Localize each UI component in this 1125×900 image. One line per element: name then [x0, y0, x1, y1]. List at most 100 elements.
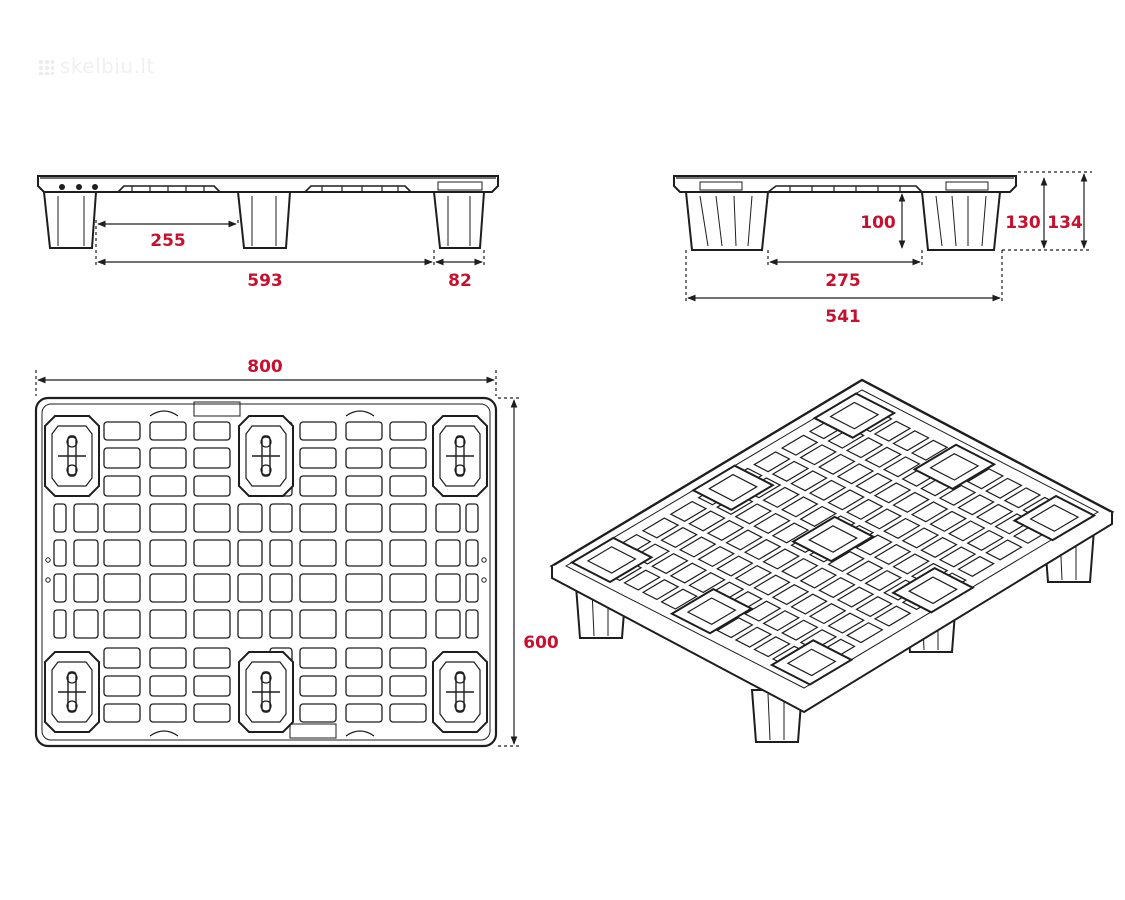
top-cell: [345, 703, 383, 723]
iso-cell: [771, 522, 810, 544]
top-cell: [389, 503, 427, 533]
iso-well-inner: [1029, 504, 1080, 532]
iso-cell: [873, 420, 912, 442]
iso-cell: [873, 605, 912, 627]
dim-label-255: 255: [150, 231, 186, 251]
top-cell: [73, 503, 99, 533]
iso-cell: [669, 500, 708, 522]
top-cell: [193, 609, 231, 639]
top-cell: [389, 675, 427, 697]
top-cell: [149, 503, 187, 533]
top-cell: [149, 675, 187, 697]
iso-cell: [892, 430, 930, 452]
iso-cell: [808, 603, 847, 625]
iso-cell: [920, 536, 958, 558]
top-tab: [149, 410, 179, 417]
iso-cell: [808, 479, 847, 501]
foot-ring: [66, 700, 78, 712]
front-label-plate: [437, 181, 483, 191]
dim-label-600: 600: [523, 633, 559, 653]
front-skirt-1: [117, 185, 221, 193]
iso-cell: [957, 494, 995, 516]
front-ribs: [131, 186, 399, 192]
iso-well: [891, 567, 975, 614]
top-cell: [193, 703, 231, 723]
top-cell: [103, 703, 141, 723]
iso-cell: [836, 463, 875, 485]
top-cell: [269, 539, 293, 567]
iso-well-inner: [907, 576, 958, 605]
iso-cell: [623, 569, 661, 591]
dim-label-82: 82: [448, 271, 472, 291]
iso-well-inner: [829, 401, 880, 430]
dim-label-593: 593: [247, 271, 283, 291]
side-skirt: [767, 185, 923, 193]
top-cell: [149, 447, 187, 469]
iso-cell: [669, 562, 708, 584]
top-cell: [299, 475, 337, 497]
iso-well: [912, 443, 997, 491]
top-cell: [465, 539, 479, 567]
top-cell: [103, 447, 141, 469]
iso-well-inner: [808, 525, 858, 553]
foot-pad-inner: [245, 425, 287, 487]
iso-cell: [966, 529, 1005, 551]
iso-cell: [762, 548, 801, 570]
iso-cell: [882, 456, 921, 478]
top-cell: [465, 573, 479, 603]
dim-label-134: 134: [1047, 213, 1083, 233]
top-cell: [389, 447, 427, 469]
top-dimensions: [35, 370, 522, 747]
iso-cell: [947, 520, 986, 542]
top-cell: [53, 539, 67, 567]
top-cell: [465, 503, 479, 533]
iso-cell: [790, 470, 828, 492]
top-cell: [465, 609, 479, 639]
top-cell: [193, 539, 231, 567]
top-cell: [149, 539, 187, 567]
top-cell: [299, 447, 337, 469]
top-cell: [389, 703, 427, 723]
iso-well: [669, 587, 754, 635]
top-cell: [193, 447, 231, 469]
watermark-text: skelbiu.lt: [60, 54, 155, 78]
iso-well: [569, 536, 654, 584]
iso-cell: [827, 489, 865, 511]
top-peg: [481, 557, 487, 563]
iso-cell: [660, 588, 698, 610]
top-cell: [345, 539, 383, 567]
top-cell: [237, 503, 263, 533]
iso-cell: [827, 612, 866, 634]
iso-cell: [771, 584, 810, 606]
iso-cell: [790, 593, 828, 615]
iso-well: [769, 639, 854, 686]
top-cell: [193, 475, 231, 497]
iso-cell: [929, 510, 967, 532]
top-cell: [237, 539, 263, 567]
iso-cell: [734, 626, 773, 648]
iso-cell: [753, 574, 791, 596]
iso-cell: [845, 437, 884, 459]
iso-cell: [799, 505, 838, 527]
top-cell: [389, 421, 427, 441]
foot-ring: [454, 436, 466, 448]
top-cell: [193, 573, 231, 603]
iso-cell: [938, 546, 977, 568]
iso-cell: [688, 510, 726, 532]
iso-cell: [743, 600, 782, 622]
top-cell: [299, 609, 337, 639]
iso-cell: [845, 498, 884, 520]
top-cell: [269, 609, 293, 639]
top-cell: [435, 539, 461, 567]
top-cell: [103, 421, 141, 441]
top-cell: [149, 573, 187, 603]
iso-cell: [762, 610, 801, 632]
top-cell: [389, 647, 427, 669]
side-deck: [673, 175, 1017, 193]
side-dimensions: [685, 171, 1092, 302]
top-cell: [149, 421, 187, 441]
side-view: [673, 175, 1017, 251]
iso-cell: [780, 434, 819, 456]
top-cell: [299, 675, 337, 697]
top-cell: [193, 503, 231, 533]
